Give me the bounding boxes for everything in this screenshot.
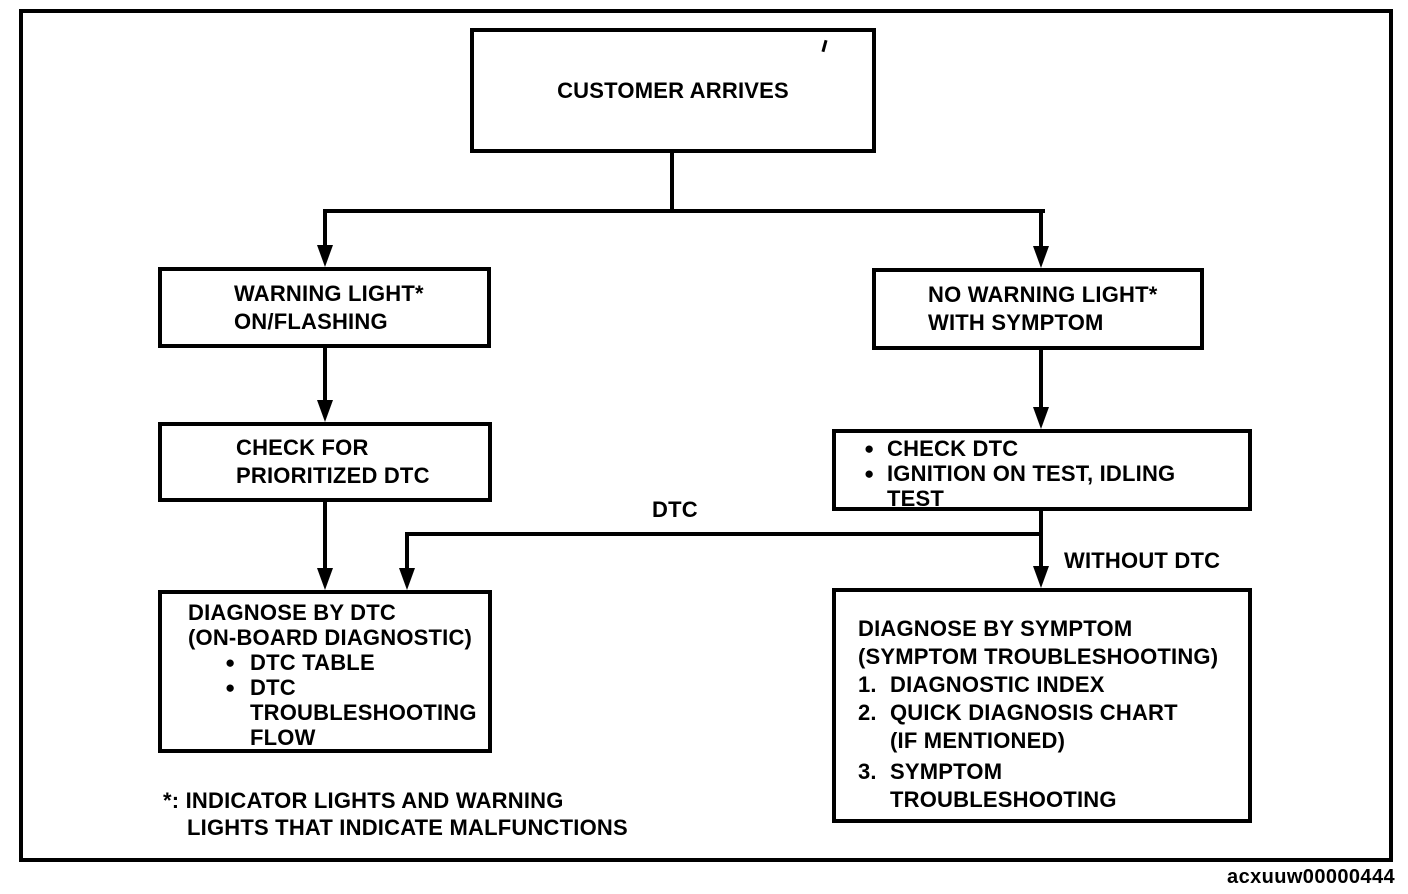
connector-line [323,209,1045,213]
connector-line [405,532,1043,536]
footnote-line: LIGHTS THAT INDICATE MALFUNCTIONS [187,815,628,840]
arrowhead-icon [317,568,333,590]
item-text: TROUBLESHOOTING [250,700,477,725]
node-check-dtc-tests: ● CHECK DTC ● IGNITION ON TEST, IDLING T… [832,429,1252,511]
connector-line [1039,209,1043,246]
node-customer-arrives: CUSTOMER ARRIVES [470,28,876,153]
item-text: DTC TABLE [250,650,375,675]
list-item-continuation: TEST [864,486,1240,511]
arrowhead-icon [1033,246,1049,268]
item-text: (IF MENTIONED) [890,728,1066,753]
node-line: ON/FLASHING [234,308,388,334]
node-line: DIAGNOSE BY DTC [188,600,396,625]
list-item-continuation: TROUBLESHOOTING [225,700,482,725]
node-check-prioritized-dtc: CHECK FOR PRIORITIZED DTC [158,422,492,502]
arrowhead-icon [1033,566,1049,588]
list-item: 1. DIAGNOSTIC INDEX [858,671,1240,699]
item-text: FLOW [250,725,316,750]
node-warning-light: WARNING LIGHT* ON/FLASHING [158,267,491,348]
list-item: ● CHECK DTC [864,436,1240,461]
item-text: TEST [887,486,945,511]
node-line: WITH SYMPTOM [928,310,1104,335]
item-text: DIAGNOSTIC INDEX [890,672,1105,697]
marker-spacer [858,727,890,755]
connector-line [405,532,409,568]
connector-line [1039,348,1043,407]
node-line: CHECK FOR [236,435,369,460]
list-item: 3. SYMPTOM [858,758,1240,786]
node-diagnose-by-symptom: DIAGNOSE BY SYMPTOM (SYMPTOM TROUBLESHOO… [832,588,1252,823]
item-number: 2. [858,700,877,725]
marker-spacer [225,725,250,750]
marker-spacer [225,700,250,725]
list-item: 2. QUICK DIAGNOSIS CHART [858,699,1240,727]
bullet-icon: ● [225,678,236,697]
node-line: NO WARNING LIGHT* [928,282,1158,307]
connector-line [323,500,327,568]
item-text: CHECK DTC [887,436,1019,461]
item-text: IGNITION ON TEST, IDLING [887,461,1176,486]
list-item-continuation: (IF MENTIONED) [858,727,1240,755]
connector-line [670,151,674,213]
arrowhead-icon [399,568,415,590]
item-text: DTC [250,675,296,700]
node-line: (SYMPTOM TROUBLESHOOTING) [858,644,1219,669]
marker-spacer [858,786,890,814]
node-line: DIAGNOSE BY SYMPTOM [858,616,1133,641]
list-item-continuation: FLOW [225,725,482,750]
item-text: SYMPTOM [890,759,1003,784]
edge-label-without-dtc: WITHOUT DTC [1064,548,1221,573]
figure-code: acxuuw00000444 [1227,866,1395,888]
node-label: CUSTOMER ARRIVES [557,77,789,103]
arrowhead-icon [317,400,333,422]
connector-line [323,346,327,400]
list-item: ● DTC [225,675,482,700]
footnote-line: *: INDICATOR LIGHTS AND WARNING [163,788,564,813]
item-number: 3. [858,759,877,784]
list-item: ● IGNITION ON TEST, IDLING [864,461,1240,486]
arrowhead-icon [1033,407,1049,429]
bullet-icon: ● [864,439,875,458]
node-line: WARNING LIGHT* [234,280,424,306]
node-diagnose-by-dtc: DIAGNOSE BY DTC (ON-BOARD DIAGNOSTIC) ● … [158,590,492,753]
node-no-warning-light: NO WARNING LIGHT* WITH SYMPTOM [872,268,1204,350]
list-item: ● DTC TABLE [225,650,482,675]
item-number: 1. [858,672,877,697]
node-line: (ON-BOARD DIAGNOSTIC) [188,625,473,650]
bullet-icon: ● [225,653,236,672]
connector-line [1039,509,1043,566]
bullet-icon: ● [864,464,875,483]
figure-border [19,9,1393,862]
node-line: PRIORITIZED DTC [236,463,430,488]
arrowhead-icon [317,245,333,267]
list-item-continuation: TROUBLESHOOTING [858,786,1240,814]
connector-line [323,209,327,245]
marker-spacer [864,486,887,511]
edge-label-dtc: DTC [652,497,698,522]
item-text: QUICK DIAGNOSIS CHART [890,700,1178,725]
item-text: TROUBLESHOOTING [890,787,1117,812]
footnote: *: INDICATOR LIGHTS AND WARNING LIGHTS T… [163,787,628,841]
